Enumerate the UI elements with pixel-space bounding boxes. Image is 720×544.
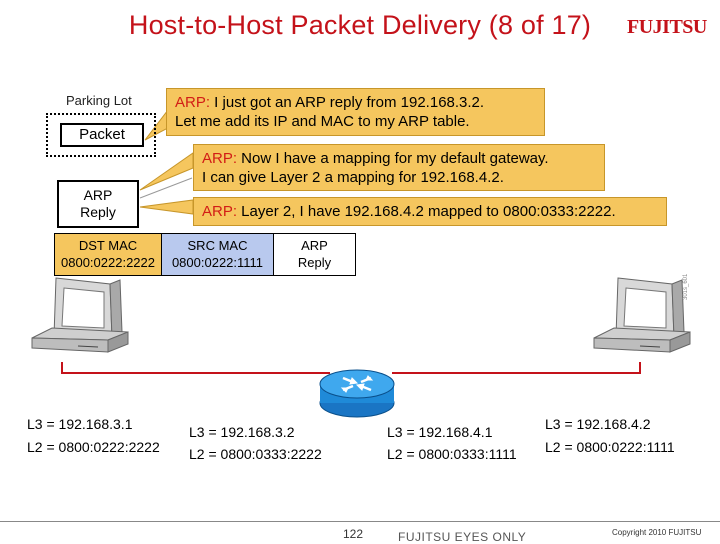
right-host-l2: L2 = 0800:0222:1111: [545, 439, 675, 455]
parking-lot: [46, 113, 156, 157]
bubble-keyword: ARP:: [202, 150, 238, 167]
fujitsu-logo: FUJITSU: [627, 16, 707, 38]
bubble-text: Layer 2, I have 192.168.4.2 mapped to 08…: [237, 203, 616, 220]
frame-src-mac: SRC MAC 0800:0222:1111: [162, 234, 274, 275]
router-icon: [319, 369, 395, 418]
router-left-l3: L3 = 192.168.3.2: [189, 424, 295, 440]
frame-dst-value: 0800:0222:2222: [61, 255, 155, 270]
bubble-pointer-2: [139, 177, 193, 199]
bubble-text: Let me add its IP and MAC to my ARP tabl…: [175, 113, 470, 130]
router-right-l2: L2 = 0800:0333:1111: [387, 446, 517, 462]
computer-icon: [31, 277, 129, 353]
bubble-text: I just got an ARP reply from 192.168.3.2…: [210, 94, 485, 111]
footer-divider: [0, 521, 720, 522]
frame-dst-header: DST MAC: [78, 238, 138, 253]
frame-payload: ARP Reply: [274, 234, 355, 275]
bubble-keyword: ARP:: [175, 94, 211, 111]
frame-src-value: 0800:0222:1111: [171, 255, 264, 270]
bubble-tail-2: [139, 152, 194, 191]
bubble-text: I can give Layer 2 a mapping for 192.168…: [202, 169, 504, 186]
router-right-l3: L3 = 192.168.4.1: [387, 424, 493, 440]
right-host-l3: L3 = 192.168.4.2: [545, 416, 651, 432]
bubble-tail-3: [139, 199, 194, 215]
frame-payload-line2: Reply: [297, 255, 332, 270]
left-host-l3: L3 = 192.168.3.1: [27, 416, 133, 432]
arp-reply-line2: Reply: [80, 204, 116, 220]
arp-bubble-1: ARP: I just got an ARP reply from 192.16…: [166, 88, 545, 136]
arp-bubble-2: ARP: Now I have a mapping for my default…: [193, 144, 605, 191]
frame-src-header: SRC MAC: [187, 238, 248, 253]
copyright: Copyright 2010 FUJITSU: [612, 528, 702, 537]
frame-dst-mac: DST MAC 0800:0222:2222: [55, 234, 162, 275]
computer-icon: [593, 277, 691, 353]
frame-payload-line1: ARP: [301, 238, 328, 253]
arp-reply-box: ARP Reply: [57, 180, 139, 228]
link-left: [61, 362, 330, 374]
router-left-l2: L2 = 0800:0333:2222: [189, 446, 322, 462]
figure-id: 301s_601: [683, 273, 689, 300]
ethernet-frame: DST MAC 0800:0222:2222 SRC MAC 0800:0222…: [54, 233, 356, 276]
arp-bubble-3: ARP: Layer 2, I have 192.168.4.2 mapped …: [193, 197, 667, 226]
slide-title: Host-to-Host Packet Delivery (8 of 17): [128, 10, 592, 40]
bubble-keyword: ARP:: [202, 203, 238, 220]
packet-box: Packet: [60, 123, 144, 147]
page-number: 122: [343, 527, 364, 541]
link-right: [392, 362, 641, 374]
parking-lot-label: Parking Lot: [66, 93, 132, 108]
footer-classification: FUJITSU EYES ONLY: [398, 530, 527, 544]
bubble-text: Now I have a mapping for my default gate…: [237, 150, 549, 167]
left-host-l2: L2 = 0800:0222:2222: [27, 439, 160, 455]
arp-reply-line1: ARP: [83, 187, 113, 203]
